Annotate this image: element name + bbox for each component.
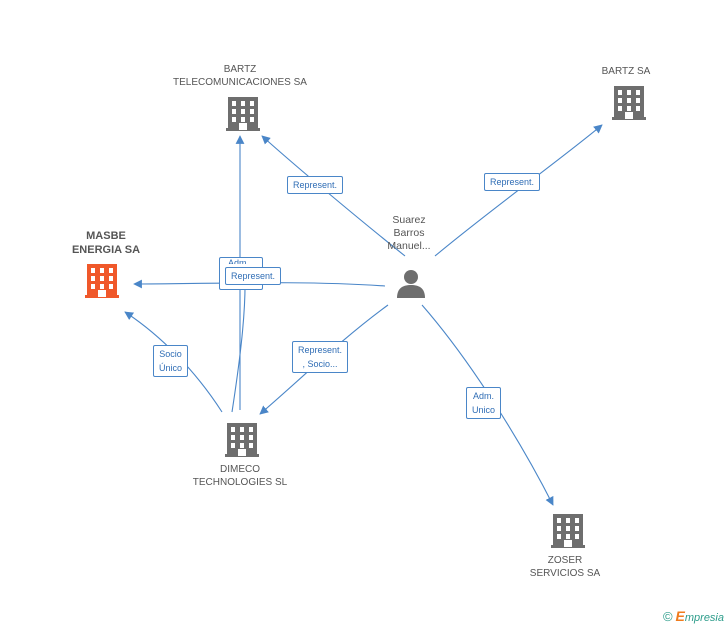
brand-logo-text: mpresia	[684, 612, 724, 624]
copyright-symbol: ©	[662, 609, 673, 624]
node-label-line: TECHNOLOGIES SL	[192, 477, 288, 488]
edge-suarez-bartz-telecom	[261, 135, 406, 257]
node-label-suarez[interactable]: Suarez Barros Manuel...	[369, 214, 449, 253]
edge-label-text: Socio	[159, 349, 182, 359]
building-icon[interactable]	[226, 97, 260, 131]
edge-label-text: Represent.	[298, 345, 343, 355]
edge-label-represent-socio[interactable]: Represent. , Socio...	[292, 341, 349, 373]
person-icon[interactable]	[397, 270, 425, 298]
edge-label-represent[interactable]: Represent.	[484, 173, 541, 191]
edge-label-text: Represent.	[293, 180, 338, 190]
edge-label-represent[interactable]: Represent.	[287, 176, 344, 194]
node-label-line: Manuel...	[387, 240, 431, 252]
edge-label-text: Adm...	[227, 258, 254, 264]
node-label-line: Barros	[393, 227, 425, 239]
brand-footer: ©Empresia	[663, 608, 724, 624]
node-label-masbe[interactable]: MASBE ENERGIA SA	[56, 229, 156, 257]
node-label-bartz-telecom[interactable]: BARTZ TELECOMUNICACIONES SA	[160, 63, 320, 89]
edge-label-adm-unico[interactable]: Adm. Unico	[466, 387, 502, 419]
building-icon[interactable]	[551, 514, 585, 548]
node-label-line: TELECOMUNICACIONES SA	[173, 77, 307, 88]
node-label-line: MASBE	[86, 230, 126, 242]
edge-label-text: , Socio...	[302, 359, 338, 369]
building-icon[interactable]	[612, 86, 646, 120]
edge-label-represent[interactable]: Represent.	[225, 267, 282, 285]
building-icon[interactable]	[225, 423, 259, 457]
node-label-dimeco[interactable]: DIMECO TECHNOLOGIES SL	[180, 463, 300, 489]
edge-label-text: Represent.	[490, 177, 535, 187]
edge-label-text: Represent.	[231, 271, 276, 281]
edge-label-text: Unico	[472, 405, 496, 415]
node-label-bartz-sa[interactable]: BARTZ SA	[576, 65, 676, 78]
node-label-zoser[interactable]: ZOSER SERVICIOS SA	[515, 554, 615, 580]
node-label-line: BARTZ SA	[601, 66, 651, 77]
edge-label-text: Único	[159, 363, 183, 373]
edge-label-socio-unico[interactable]: Socio Único	[153, 345, 189, 377]
node-label-line: ZOSER	[547, 555, 583, 566]
node-label-line: BARTZ	[223, 64, 257, 75]
node-label-line: Suarez	[392, 214, 426, 226]
edge-label-text: Adm.	[473, 391, 495, 401]
node-label-line: SERVICIOS SA	[529, 568, 601, 579]
building-icon[interactable]	[85, 264, 119, 298]
brand-logo-initial: E	[675, 608, 685, 624]
node-label-line: DIMECO	[220, 464, 260, 475]
node-label-line: ENERGIA SA	[71, 244, 141, 256]
